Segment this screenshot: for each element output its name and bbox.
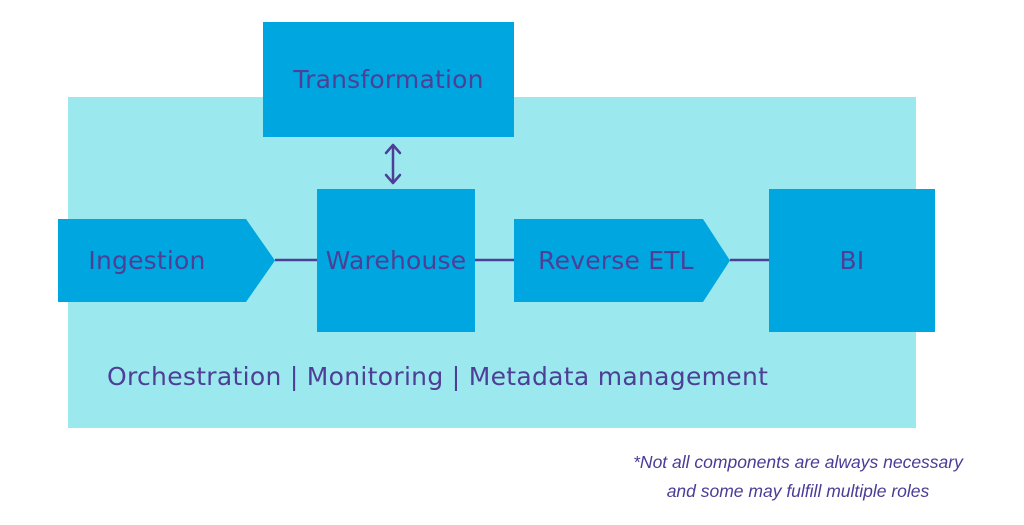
warehouse-label: Warehouse [325, 246, 467, 275]
footnote-line-1: *Not all components are always necessary [633, 452, 963, 472]
footnote-line-2: and some may fulfill multiple roles [666, 481, 930, 501]
platform-capabilities-label: Orchestration | Monitoring | Metadata ma… [107, 362, 769, 391]
diagram-footnote: *Not all components are always necessary… [593, 448, 1003, 506]
bi-label: BI [839, 246, 865, 275]
reverse-etl-node: Reverse ETL [514, 219, 730, 302]
bi-node: BI [769, 189, 935, 332]
reverse-etl-label: Reverse ETL [538, 246, 694, 275]
ingestion-label: Ingestion [88, 246, 206, 275]
warehouse-node: Warehouse [317, 189, 475, 332]
transformation-label: Transformation [293, 65, 484, 94]
transformation-node: Transformation [263, 22, 514, 137]
ingestion-node: Ingestion [58, 219, 275, 302]
